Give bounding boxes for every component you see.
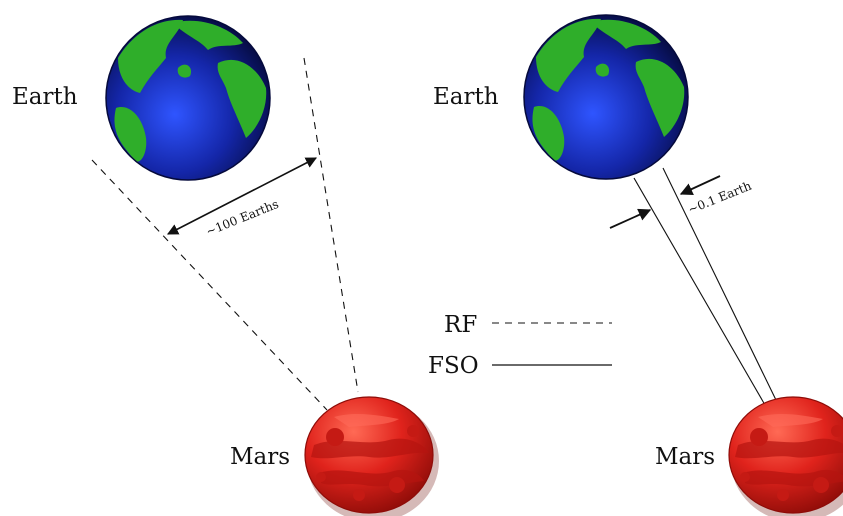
left-mars-planet (304, 396, 440, 516)
fso-beam-edge-right (662, 167, 777, 401)
legend-fso-label: FSO (428, 353, 479, 379)
fso-beam-edge-left (633, 177, 766, 406)
left-earth-globe (105, 15, 271, 181)
fso-width-arrow-right (679, 175, 721, 195)
right-mars-label: Mars (655, 444, 715, 470)
right-earth-label: Earth (433, 84, 499, 110)
left-mars-label: Mars (230, 444, 290, 470)
rf-beam-width-label: ~100 Earths (204, 197, 281, 239)
fso-beam-width-label: ~0.1 Earth (686, 179, 754, 217)
left-panel: Earth ~100 Earths Mars (12, 15, 440, 516)
rf-beam-edge-left (91, 159, 328, 411)
rf-beam-edge-right (303, 57, 359, 393)
right-mars-planet (728, 396, 843, 516)
left-earth-label: Earth (12, 84, 78, 110)
right-panel: Earth ~0.1 Earth Mars (433, 14, 843, 516)
right-earth-globe (523, 14, 689, 180)
rf-beam-width-arrow (167, 157, 317, 235)
fso-width-arrow-left (609, 208, 652, 229)
legend-rf-label: RF (444, 312, 477, 338)
legend: RF FSO (428, 312, 612, 379)
